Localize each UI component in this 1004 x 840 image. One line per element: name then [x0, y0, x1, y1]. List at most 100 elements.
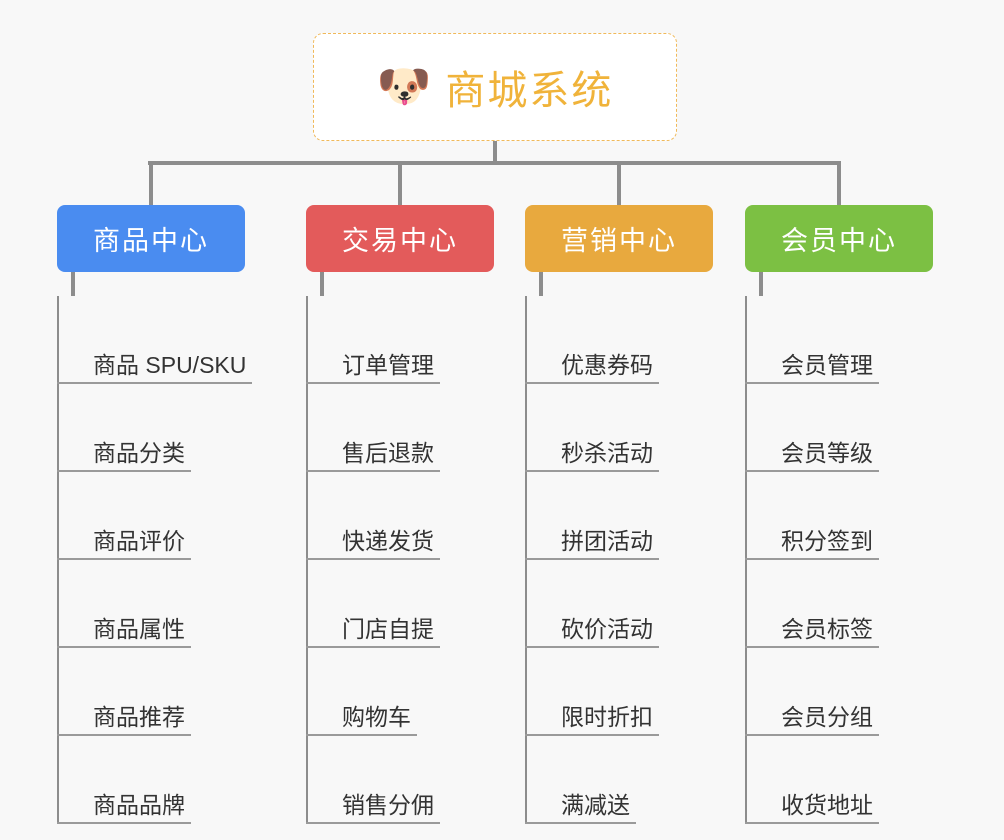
leaf-item[interactable]: 购物车	[306, 648, 494, 736]
leaf-item[interactable]: 优惠券码	[525, 296, 713, 384]
root-node[interactable]: 🐶 商城系统	[313, 33, 677, 141]
leaf-list: 优惠券码 秒杀活动 拼团活动 砍价活动 限时折扣 满减送	[525, 296, 713, 824]
leaf-item[interactable]: 快递发货	[306, 472, 494, 560]
leaf-item-rule	[745, 822, 879, 824]
leaf-item-rule	[306, 646, 440, 648]
leaf-list: 商品 SPU/SKU 商品分类 商品评价 商品属性 商品推荐 商品品牌	[57, 296, 253, 824]
branch-header-label: 营销中心	[561, 226, 677, 256]
branch-header-营销中心[interactable]: 营销中心	[525, 205, 713, 272]
leaf-item-rule	[745, 734, 879, 736]
leaf-item[interactable]: 积分签到	[745, 472, 933, 560]
branch-stem-connector	[759, 272, 763, 296]
branch-header-商品中心[interactable]: 商品中心	[57, 205, 245, 272]
branch-header-会员中心[interactable]: 会员中心	[745, 205, 933, 272]
leaf-item-rule	[306, 382, 440, 384]
leaf-item-label: 优惠券码	[561, 351, 653, 378]
leaf-item-rule	[525, 646, 659, 648]
leaf-item-label: 商品 SPU/SKU	[93, 351, 247, 378]
leaf-item-label: 满减送	[561, 791, 630, 818]
leaf-item[interactable]: 商品推荐	[57, 648, 245, 736]
branch-bus-connector	[148, 161, 840, 165]
dog-face-icon: 🐶	[376, 62, 432, 111]
branch-header-label: 商品中心	[93, 226, 209, 256]
leaf-item-label: 商品评价	[93, 527, 185, 554]
leaf-item-label: 售后退款	[342, 439, 434, 466]
leaf-item-rule	[525, 470, 659, 472]
branch-drop-connector	[398, 161, 402, 205]
leaf-item-rule	[525, 734, 659, 736]
branch-column-交易中心: 交易中心 订单管理 售后退款 快递发货 门店自提 购物车	[306, 161, 494, 824]
leaf-item-rule	[306, 822, 440, 824]
leaf-item[interactable]: 门店自提	[306, 560, 494, 648]
leaf-item[interactable]: 商品属性	[57, 560, 245, 648]
leaf-item-label: 商品推荐	[93, 703, 185, 730]
leaf-item-rule	[745, 470, 879, 472]
leaf-item-rule	[57, 646, 191, 648]
leaf-item-label: 砍价活动	[561, 615, 653, 642]
leaf-item[interactable]: 限时折扣	[525, 648, 713, 736]
leaf-item-rule	[745, 646, 879, 648]
branch-column-会员中心: 会员中心 会员管理 会员等级 积分签到 会员标签 会员分组	[745, 161, 933, 824]
leaf-item-label: 会员分组	[781, 703, 873, 730]
leaf-list: 订单管理 售后退款 快递发货 门店自提 购物车 销售分佣	[306, 296, 494, 824]
leaf-item-label: 收货地址	[781, 791, 873, 818]
leaf-item-rule	[306, 734, 417, 736]
leaf-item-label: 订单管理	[342, 351, 434, 378]
leaf-item-label: 商品分类	[93, 439, 185, 466]
branch-header-label: 会员中心	[781, 226, 897, 256]
leaf-item-label: 门店自提	[342, 615, 434, 642]
leaf-item-rule	[57, 734, 191, 736]
branch-stem-connector	[71, 272, 75, 296]
leaf-item[interactable]: 秒杀活动	[525, 384, 713, 472]
branch-column-营销中心: 营销中心 优惠券码 秒杀活动 拼团活动 砍价活动 限时折扣	[525, 161, 713, 824]
leaf-item[interactable]: 商品品牌	[57, 736, 245, 824]
leaf-item[interactable]: 商品评价	[57, 472, 245, 560]
leaf-item-label: 商品品牌	[93, 791, 185, 818]
leaf-item[interactable]: 商品分类	[57, 384, 245, 472]
leaf-item-label: 快递发货	[342, 527, 434, 554]
leaf-item-rule	[306, 470, 440, 472]
leaf-list: 会员管理 会员等级 积分签到 会员标签 会员分组 收货地址	[745, 296, 933, 824]
leaf-item-label: 限时折扣	[561, 703, 653, 730]
leaf-item[interactable]: 满减送	[525, 736, 713, 824]
leaf-item[interactable]: 收货地址	[745, 736, 933, 824]
leaf-item-label: 销售分佣	[342, 791, 434, 818]
branch-stem-connector	[539, 272, 543, 296]
branch-header-交易中心[interactable]: 交易中心	[306, 205, 494, 272]
leaf-item-label: 秒杀活动	[561, 439, 653, 466]
leaf-item[interactable]: 会员标签	[745, 560, 933, 648]
leaf-item-rule	[57, 382, 253, 384]
leaf-item-rule	[57, 822, 191, 824]
leaf-item[interactable]: 商品 SPU/SKU	[57, 296, 253, 384]
leaf-item-rule	[57, 558, 191, 560]
leaf-item-rule	[525, 822, 636, 824]
leaf-item-label: 会员等级	[781, 439, 873, 466]
leaf-item[interactable]: 会员等级	[745, 384, 933, 472]
branch-header-label: 交易中心	[342, 226, 458, 256]
leaf-item[interactable]: 销售分佣	[306, 736, 494, 824]
branch-drop-connector	[149, 161, 153, 205]
leaf-item-label: 购物车	[342, 703, 411, 730]
leaf-item[interactable]: 订单管理	[306, 296, 494, 384]
root-node-label: 商城系统	[445, 69, 614, 113]
leaf-item[interactable]: 会员管理	[745, 296, 933, 384]
leaf-item-rule	[57, 470, 191, 472]
branch-column-商品中心: 商品中心 商品 SPU/SKU 商品分类 商品评价 商品属性 商品推荐	[57, 161, 253, 824]
leaf-item[interactable]: 砍价活动	[525, 560, 713, 648]
leaf-item-label: 拼团活动	[561, 527, 653, 554]
leaf-item-rule	[525, 558, 659, 560]
leaf-item[interactable]: 会员分组	[745, 648, 933, 736]
leaf-item-label: 会员标签	[781, 615, 873, 642]
leaf-item-rule	[745, 558, 879, 560]
branch-drop-connector	[617, 161, 621, 205]
leaf-item-rule	[745, 382, 879, 384]
leaf-item-label: 会员管理	[781, 351, 873, 378]
branch-stem-connector	[320, 272, 324, 296]
leaf-item[interactable]: 拼团活动	[525, 472, 713, 560]
branch-drop-connector	[837, 161, 841, 205]
leaf-item-label: 商品属性	[93, 615, 185, 642]
root-stem-connector	[493, 141, 497, 165]
leaf-item[interactable]: 售后退款	[306, 384, 494, 472]
leaf-item-rule	[525, 382, 659, 384]
